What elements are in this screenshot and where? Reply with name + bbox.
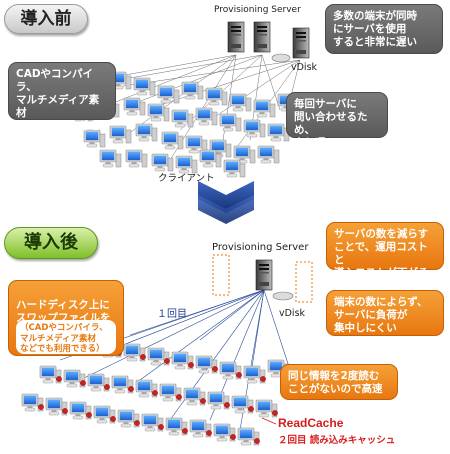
after-vdisk-label: vDisk	[279, 308, 306, 319]
after-bubble-cost: サーバの数を減らす ことで、運用コストと 導入コストが下がる	[326, 222, 444, 279]
before-bubble-many-clients: 多数の端末が同時 にサーバを使用 すると非常に遅い	[325, 4, 443, 54]
after-badge: 導入後	[4, 227, 98, 259]
before-client-label: クライアント	[158, 173, 215, 184]
before-servers	[227, 21, 310, 63]
before-badge: 導入前	[4, 4, 88, 34]
before-bubble-query-server: 毎回サーバに 問い合わせるため、 少し遅い	[286, 92, 388, 149]
readcache-subtitle: ２回目 読み込みキャッシュ	[278, 435, 396, 446]
first-time-label: １回目	[157, 309, 187, 320]
before-server-label: Provisioning Server	[214, 5, 301, 15]
after-bubble-fast-read: 同じ情報を2度読む ことがないので高速	[280, 364, 398, 400]
after-servers	[212, 254, 313, 303]
before-bubble-cad: CADやコンパイラ、 マルチメディア素材 などを利用すると 非常に遅い	[8, 62, 116, 145]
after-server-label: Provisioning Server	[212, 242, 309, 253]
after-bubble-load: 端末の数によらず、 サーバに負荷が 集中しにくい	[326, 290, 444, 336]
readcache-title: ReadCache	[278, 416, 344, 430]
before-vdisk-label: vDisk	[291, 62, 318, 73]
after-bubble-swap-inner: （CADやコンパイラ、 マルチメディア素材 などでも利用できる）	[16, 320, 116, 354]
